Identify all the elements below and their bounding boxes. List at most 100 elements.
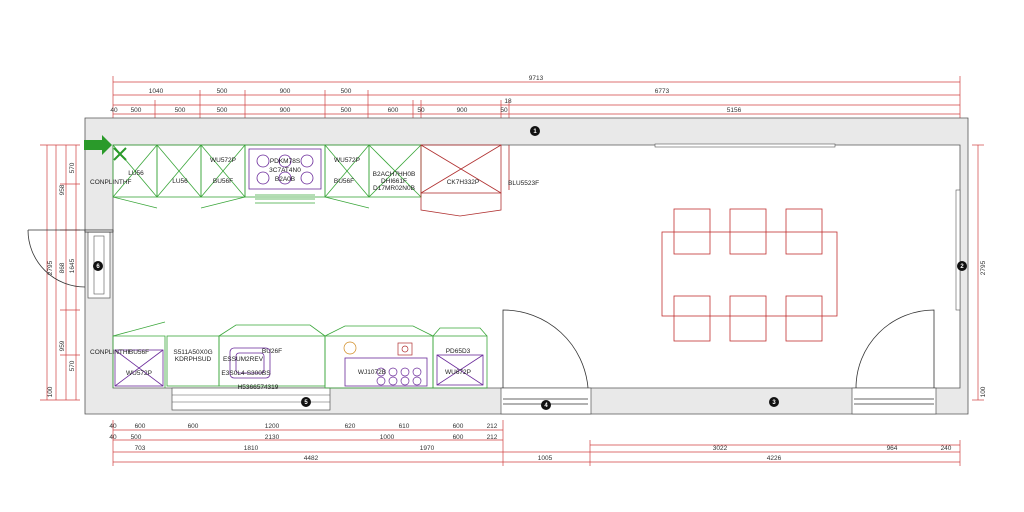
wall-marker-2[interactable]: 2 bbox=[957, 261, 967, 271]
label-tap: H5366574319 bbox=[238, 384, 279, 391]
bottom-dimension-lines bbox=[112, 420, 961, 466]
label-sink: ESSUM2REV bbox=[223, 356, 264, 363]
label-cabinet: WU672P bbox=[445, 369, 471, 376]
dim-right: 2795 bbox=[980, 260, 987, 275]
dim-bottom-r3: 964 bbox=[887, 445, 898, 452]
dim-bottom-r2: 40 bbox=[109, 434, 117, 441]
dim-top-r3: 500 bbox=[341, 107, 352, 114]
label-cabinet: LU56 bbox=[128, 170, 144, 177]
label-plinth: CONPLINTHF bbox=[90, 349, 132, 356]
dim-bottom-r4: 4226 bbox=[767, 455, 782, 462]
dim-bottom-r1: 620 bbox=[345, 423, 356, 430]
dim-bottom-r1: 40 bbox=[109, 423, 117, 430]
right-door-opening bbox=[851, 387, 937, 415]
label-sink: S511A50X0G bbox=[173, 349, 212, 356]
dim-left: 1645 bbox=[69, 258, 76, 273]
bottom-window bbox=[171, 387, 331, 411]
chair bbox=[729, 208, 767, 255]
label-cabinet: BU56F bbox=[334, 178, 354, 185]
dim-top-r2: 6773 bbox=[655, 88, 670, 95]
middle-door-swing bbox=[502, 309, 589, 389]
dim-bottom-r1: 600 bbox=[135, 423, 146, 430]
wall-marker-4[interactable]: 4 bbox=[541, 400, 551, 410]
dim-bottom-r2: 212 bbox=[487, 434, 498, 441]
svg-text:4: 4 bbox=[544, 403, 548, 409]
top-run-labels: LU56 LU56 WU572P BU56F WU572P BU56F B2AC… bbox=[90, 157, 539, 192]
wall-marker-6[interactable]: 6 bbox=[93, 261, 103, 271]
dim-bottom-r2: 1000 bbox=[380, 434, 395, 441]
dim-top-r2: 500 bbox=[217, 88, 228, 95]
dim-top-r3: 900 bbox=[457, 107, 468, 114]
chair bbox=[729, 295, 767, 342]
dim-left: 2795 bbox=[47, 260, 54, 275]
dim-left: 570 bbox=[69, 360, 76, 371]
dim-bottom-r1: 212 bbox=[487, 423, 498, 430]
label-tall-unit: BLU5523F bbox=[508, 180, 539, 187]
label-cabinet: WU572P bbox=[126, 370, 152, 377]
chair bbox=[673, 295, 711, 342]
dim-bottom-r3: 3022 bbox=[713, 445, 728, 452]
label-cabinet: WU572P bbox=[334, 157, 360, 164]
svg-text:3: 3 bbox=[772, 400, 776, 406]
label-cabinet: BU26F bbox=[262, 348, 282, 355]
svg-text:2: 2 bbox=[960, 264, 964, 270]
bottom-dimension-values: 40 600 600 1200 620 610 600 212 40 500 2… bbox=[109, 423, 951, 462]
wall-marker-5[interactable]: 5 bbox=[301, 397, 311, 407]
dining-set bbox=[661, 208, 838, 342]
dim-top-r3: 500 bbox=[217, 107, 228, 114]
chair bbox=[785, 295, 823, 342]
dim-bottom-r1: 610 bbox=[399, 423, 410, 430]
label-hob: PDKM78S bbox=[270, 158, 301, 165]
top-window bbox=[654, 143, 836, 148]
label-appliance: D17MR02N0B bbox=[373, 185, 415, 192]
left-door-swing bbox=[27, 229, 86, 288]
label-plinth: CONPLINTHF bbox=[90, 179, 132, 186]
chair bbox=[673, 208, 711, 255]
dim-top-r3: 50 bbox=[500, 107, 508, 114]
label-sink: KDRPHSUD bbox=[175, 356, 212, 363]
dim-top-r2: 1040 bbox=[149, 88, 164, 95]
bottom-cabinet-run bbox=[112, 321, 488, 389]
dim-bottom-r3: 240 bbox=[941, 445, 952, 452]
dim-top-r2: 900 bbox=[280, 88, 291, 95]
right-window bbox=[955, 189, 961, 311]
wall-markers: 1 2 3 4 5 6 bbox=[93, 126, 967, 410]
entry-arrow-icon bbox=[84, 135, 127, 161]
right-dimension-values: 2795 100 bbox=[980, 260, 987, 397]
dim-top-r3: 5156 bbox=[727, 107, 742, 114]
wall-marker-3[interactable]: 3 bbox=[769, 397, 779, 407]
wall-marker-1[interactable]: 1 bbox=[530, 126, 540, 136]
dim-bottom-r2: 2130 bbox=[265, 434, 280, 441]
svg-text:1: 1 bbox=[533, 129, 537, 135]
svg-text:5: 5 bbox=[304, 400, 308, 406]
left-dimension-values: 570 958 1645 2795 868 959 570 100 bbox=[47, 162, 76, 397]
right-door-swing bbox=[855, 309, 935, 389]
label-appliance: PD65D3 bbox=[446, 348, 471, 355]
label-appliance: B2ACH7HH0B bbox=[373, 171, 416, 178]
dim-bottom-r3: 703 bbox=[135, 445, 146, 452]
dim-left: 100 bbox=[47, 386, 54, 397]
svg-text:6: 6 bbox=[96, 264, 100, 270]
chair bbox=[785, 208, 823, 255]
top-cabinet-run bbox=[112, 144, 422, 209]
hob-appliance bbox=[248, 148, 322, 204]
label-cabinet: WU572P bbox=[210, 157, 236, 164]
tall-unit bbox=[420, 144, 510, 217]
dim-top-r3: 40 bbox=[110, 107, 118, 114]
label-tall-unit: CK7H332P bbox=[447, 179, 480, 186]
dim-left: 570 bbox=[69, 162, 76, 173]
dim-bottom-r1: 600 bbox=[188, 423, 199, 430]
dim-top-r3: 900 bbox=[280, 107, 291, 114]
dim-bottom-r1: 600 bbox=[453, 423, 464, 430]
dim-top-total: 9713 bbox=[529, 75, 544, 82]
dining-table bbox=[661, 231, 838, 317]
dishwasher-appliance bbox=[343, 341, 422, 386]
dim-bottom-r2: 600 bbox=[453, 434, 464, 441]
label-appliance: DHI661F bbox=[381, 178, 407, 185]
dim-bottom-r3: 1810 bbox=[244, 445, 259, 452]
dim-top-r3: 600 bbox=[388, 107, 399, 114]
label-cabinet: BU56F bbox=[213, 178, 233, 185]
dim-bottom-r4: 4482 bbox=[304, 455, 319, 462]
